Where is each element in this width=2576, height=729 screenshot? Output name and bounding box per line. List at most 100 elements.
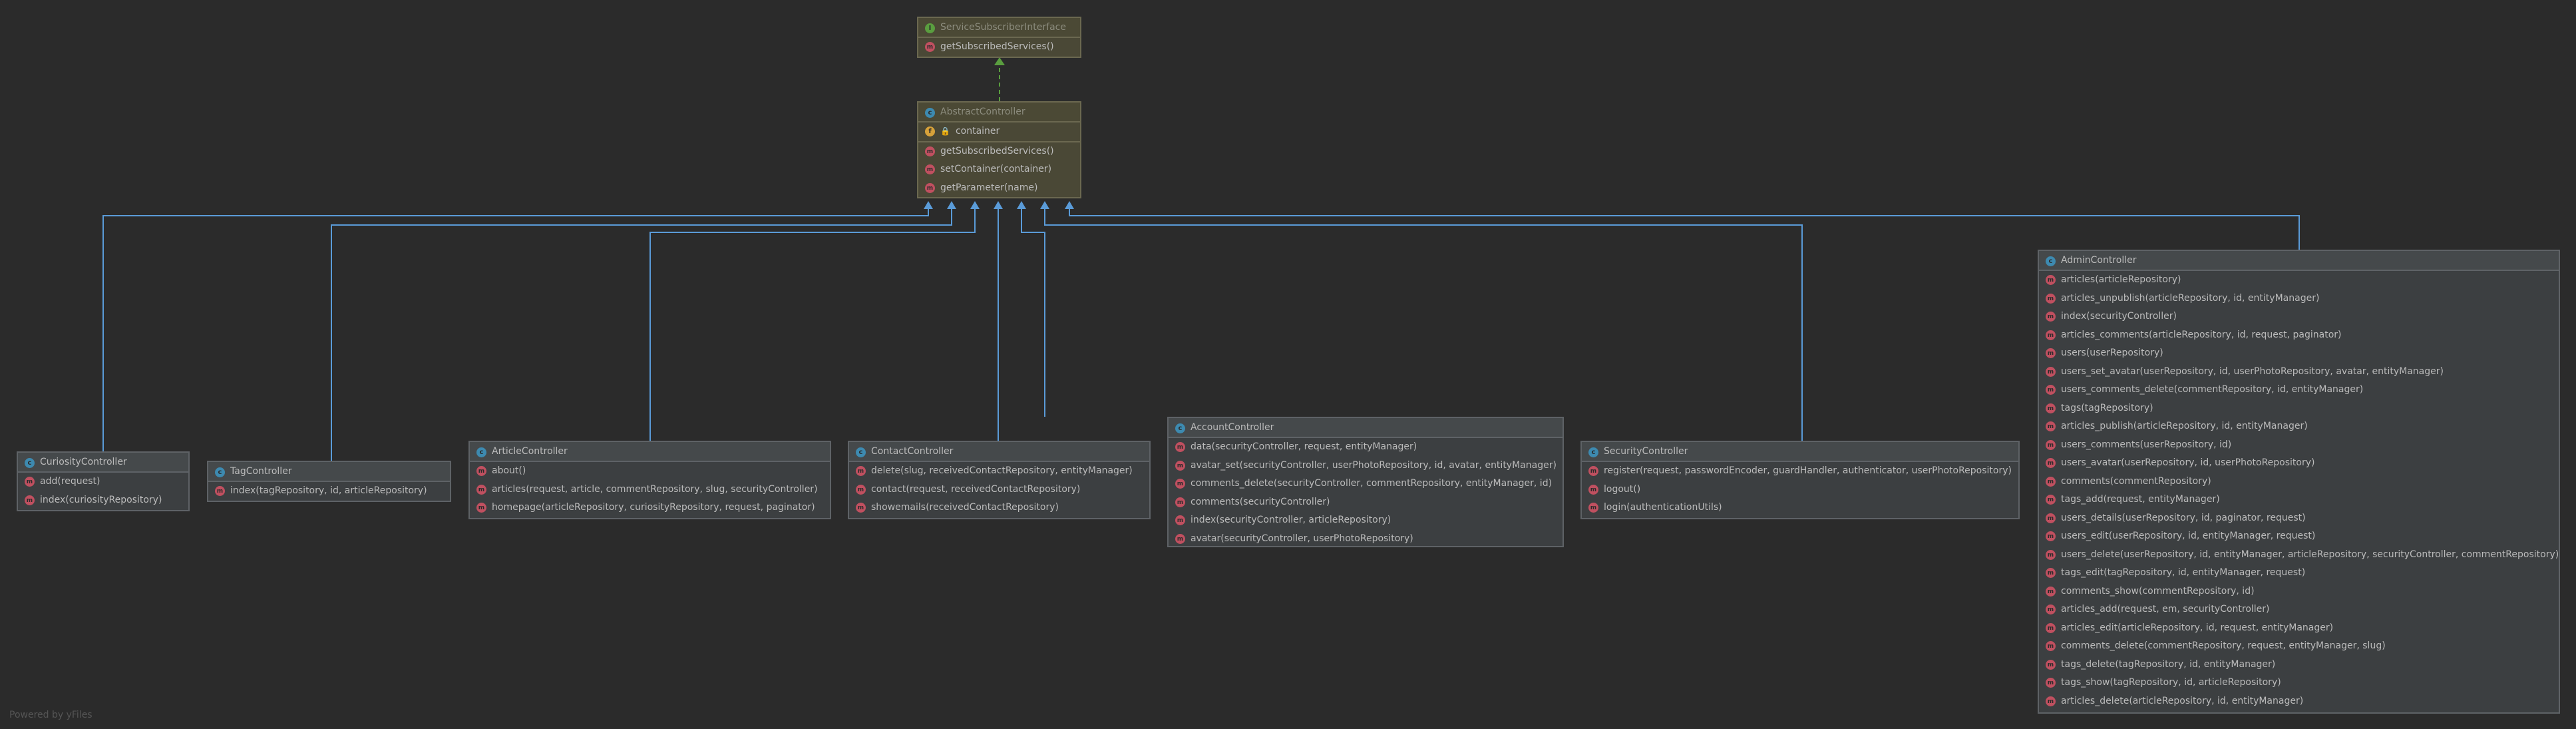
method-icon — [2046, 293, 2056, 304]
method-icon — [2046, 275, 2056, 286]
method-row: articles_edit(articleRepository, id, req… — [2039, 619, 2559, 638]
contact-controller-node[interactable]: ContactController delete(slug, receivedC… — [848, 441, 1151, 519]
method-icon — [1588, 484, 1598, 495]
method-row: users_comments_delete(commentRepository,… — [2039, 381, 2559, 399]
abstract-controller-node[interactable]: AbstractController 🔒container getSubscri… — [917, 101, 1081, 198]
method-icon — [1588, 466, 1598, 477]
method-row: articles_delete(articleRepository, id, e… — [2039, 692, 2559, 711]
class-header: AbstractController — [918, 103, 1080, 122]
method-icon — [2046, 348, 2056, 359]
article-controller-node[interactable]: ArticleController about() articles(reque… — [468, 441, 831, 519]
method-row: add(request) — [18, 473, 188, 491]
method-row: users_avatar(userRepository, id, userPho… — [2039, 454, 2559, 473]
class-icon — [215, 467, 225, 477]
curiosity-controller-node[interactable]: CuriosityController add(request) index(c… — [17, 451, 190, 511]
method-row: articles_comments(articleRepository, id,… — [2039, 326, 2559, 345]
class-icon — [476, 447, 486, 457]
edge-curiosity — [102, 202, 929, 451]
method-row: setContainer(container) — [918, 160, 1080, 179]
method-icon — [2046, 586, 2056, 597]
method-icon — [2046, 421, 2056, 432]
class-header: TagController — [208, 462, 450, 482]
method-icon — [2046, 513, 2056, 523]
method-icon — [1175, 497, 1185, 507]
method-row: users_details(userRepository, id, pagina… — [2039, 509, 2559, 528]
edge-article — [649, 202, 976, 441]
method-icon — [1175, 442, 1185, 453]
method-icon — [1175, 533, 1185, 544]
method-row: index(securityController) — [2039, 308, 2559, 326]
method-row: logout() — [1582, 481, 2018, 499]
method-row: articles_add(request, em, securityContro… — [2039, 601, 2559, 619]
method-icon — [2046, 605, 2056, 615]
method-row: getParameter(name) — [918, 179, 1080, 198]
methods-section: register(request, passwordEncoder, guard… — [1582, 462, 2018, 517]
class-icon — [1588, 447, 1598, 457]
class-header: CuriosityController — [18, 453, 188, 473]
class-header: AdminController — [2039, 251, 2559, 271]
method-icon — [2046, 403, 2056, 413]
method-row: users(userRepository) — [2039, 344, 2559, 363]
method-row: comments(commentRepository) — [2039, 473, 2559, 491]
method-icon — [1588, 503, 1598, 513]
edge-tag — [331, 202, 952, 461]
method-icon — [2046, 531, 2056, 542]
method-icon — [2046, 568, 2056, 579]
security-controller-node[interactable]: SecurityController register(request, pas… — [1580, 441, 2020, 519]
method-row: tags_edit(tagRepository, id, entityManag… — [2039, 564, 2559, 583]
arrowhead — [1040, 201, 1049, 209]
class-header: AccountController — [1169, 418, 1563, 438]
arrowhead — [994, 201, 1003, 209]
class-icon — [856, 447, 866, 457]
edge-security — [1044, 202, 1803, 441]
method-row: comments_delete(securityController, comm… — [1169, 475, 1563, 493]
method-icon — [476, 466, 486, 477]
method-icon — [2046, 366, 2056, 377]
method-icon — [2046, 312, 2056, 322]
methods-section: about() articles(request, article, comme… — [470, 462, 830, 517]
method-icon — [2046, 495, 2056, 505]
class-header: ArticleController — [470, 442, 830, 462]
tag-controller-node[interactable]: TagController index(tagRepository, id, a… — [207, 461, 451, 502]
method-icon — [25, 495, 35, 505]
class-name: AbstractController — [940, 107, 1025, 117]
method-icon — [2046, 476, 2056, 487]
edge-account — [1021, 202, 1045, 417]
method-row: delete(slug, receivedContactRepository, … — [849, 462, 1149, 481]
class-header: ContactController — [849, 442, 1149, 462]
method-row: about() — [470, 462, 830, 481]
method-row: contact(request, receivedContactReposito… — [849, 481, 1149, 499]
method-icon — [1175, 515, 1185, 526]
method-row: users_set_avatar(userRepository, id, use… — [2039, 363, 2559, 381]
method-icon — [25, 477, 35, 487]
arrowhead — [947, 201, 956, 209]
methods-section: articles(articleRepository)articles_unpu… — [2039, 271, 2559, 710]
method-row: index(securityController, articleReposit… — [1169, 511, 1563, 530]
account-controller-node[interactable]: AccountController data(securityControlle… — [1167, 417, 1564, 547]
lock-icon: 🔒 — [940, 126, 950, 136]
field-row: 🔒container — [918, 122, 1080, 141]
class-icon — [2046, 256, 2056, 266]
arrowhead — [924, 201, 933, 209]
method-icon — [2046, 641, 2056, 652]
method-row: avatar(securityController, userPhotoRepo… — [1169, 530, 1563, 549]
method-row: tags_add(request, entityManager) — [2039, 491, 2559, 509]
footer-credit: Powered by yFiles — [9, 710, 92, 720]
method-icon — [925, 182, 935, 193]
method-row: getSubscribedServices() — [918, 142, 1080, 161]
method-icon — [2046, 696, 2056, 706]
method-icon — [2046, 439, 2056, 450]
admin-controller-node[interactable]: AdminController articles(articleReposito… — [2038, 250, 2560, 714]
field-icon — [925, 126, 935, 137]
method-icon — [215, 486, 225, 497]
method-row: comments_delete(commentRepository, reque… — [2039, 637, 2559, 656]
method-icon — [925, 42, 935, 53]
method-row: index(curiosityRepository) — [18, 491, 188, 510]
service-subscriber-interface-node[interactable]: ServiceSubscriberInterface getSubscribed… — [917, 17, 1081, 58]
class-icon — [25, 458, 35, 468]
arrowhead — [970, 201, 980, 209]
method-icon — [476, 484, 486, 495]
class-icon — [1175, 423, 1185, 433]
method-row: data(securityController, request, entity… — [1169, 438, 1563, 457]
implements-arrowhead — [994, 57, 1005, 65]
